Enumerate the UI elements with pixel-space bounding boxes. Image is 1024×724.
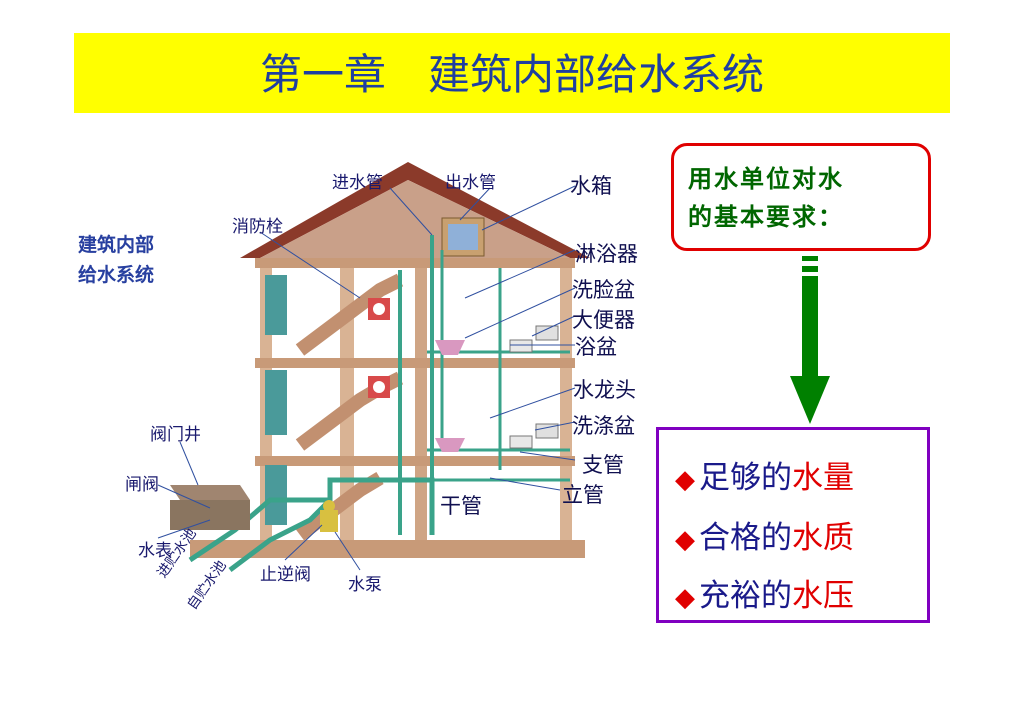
water-tank-window [448,224,478,250]
pump-body [320,510,338,532]
label-branch-pipe: 支管 [582,453,624,477]
list-item-prefix: 足够的 [699,460,792,496]
stairs-lower [295,471,384,541]
roof [240,162,590,258]
toilet-upper [509,339,533,353]
label-toilet: 大便器 [572,308,635,332]
list-item-pressure: ◆充裕的水压 [675,570,854,615]
label-wash-basin: 洗脸盆 [572,278,635,302]
floor-roof [255,258,575,268]
label-main-pipe: 干管 [440,494,482,518]
floor-2 [255,456,575,466]
fire-hydrant-lower-hose [373,381,385,393]
label-bathtub: 浴盆 [575,335,617,359]
list-item-highlight: 水压 [792,578,854,614]
fire-hydrant-upper-hose [373,303,385,315]
down-arrow-icon [790,256,830,424]
label-outlet-pipe: 出水管 [445,173,496,193]
bullet-diamond-icon: ◆ [675,525,695,555]
stairs-upper [295,273,404,356]
floor-3 [255,358,575,368]
label-water-tank: 水箱 [570,174,612,198]
leader-lines [157,185,576,571]
label-valve-well: 阀门井 [150,425,201,445]
list-item-quantity: ◆足够的水量 [675,452,854,497]
label-shower: 淋浴器 [575,242,638,266]
list-item-prefix: 充裕的 [699,578,792,614]
requirements-text: 用水单位对水 的基本要求： [688,160,844,236]
label-sink: 洗涤盆 [572,414,635,438]
list-item-prefix: 合格的 [699,520,792,556]
washbasin-lower [535,423,559,439]
label-check-valve: 止逆阀 [260,565,311,585]
label-riser-pipe: 立管 [562,483,604,507]
system-title-line1: 建筑内部 [78,234,155,256]
building-illustration [157,162,590,572]
valve-well-body [170,500,250,530]
roof-attic [260,180,570,258]
label-gate-valve: 闸阀 [125,475,159,495]
slide-title: 第一章 建筑内部给水系统 [259,50,764,99]
bathtub-upper [435,340,465,355]
bullet-diamond-icon: ◆ [675,583,695,613]
label-water-meter: 水表 [138,541,172,561]
label-faucet: 水龙头 [573,378,636,402]
window-2 [265,370,287,435]
list-item-highlight: 水量 [792,460,854,496]
sink-lower [435,438,465,452]
right-wall [560,258,572,558]
label-pump: 水泵 [348,575,382,595]
label-fire-hydrant: 消防栓 [232,217,283,237]
building-water-supply-diagram: 建筑内部 给水系统 进水管 出水管 水箱 消防栓 淋浴器 洗脸盆 大便器 浴盆 … [70,140,660,613]
pump-motor [323,500,335,512]
down-arrow [790,252,830,428]
requirements-list: ◆足够的水量 ◆合格的水质 ◆充裕的水压 [656,427,930,623]
label-inlet-pipe: 进水管 [332,173,383,193]
list-item-quality: ◆合格的水质 [675,512,854,557]
requirements-box: 用水单位对水 的基本要求： [671,143,931,251]
window-3 [265,275,287,335]
system-title: 建筑内部 给水系统 [78,230,154,290]
bullet-diamond-icon: ◆ [675,465,695,495]
floor-ground [190,540,585,558]
requirements-line1: 用水单位对水 [688,165,844,193]
title-bar: 第一章 建筑内部给水系统 [74,33,950,113]
washbasin-upper [535,325,559,341]
valve-well-top [170,485,250,500]
requirements-line2: 的基本要求： [688,203,844,231]
list-item-highlight: 水质 [792,520,854,556]
sink-basin-lower [509,435,533,449]
system-title-line2: 给水系统 [78,264,155,286]
wall-3 [415,258,427,558]
window-1 [265,465,287,525]
